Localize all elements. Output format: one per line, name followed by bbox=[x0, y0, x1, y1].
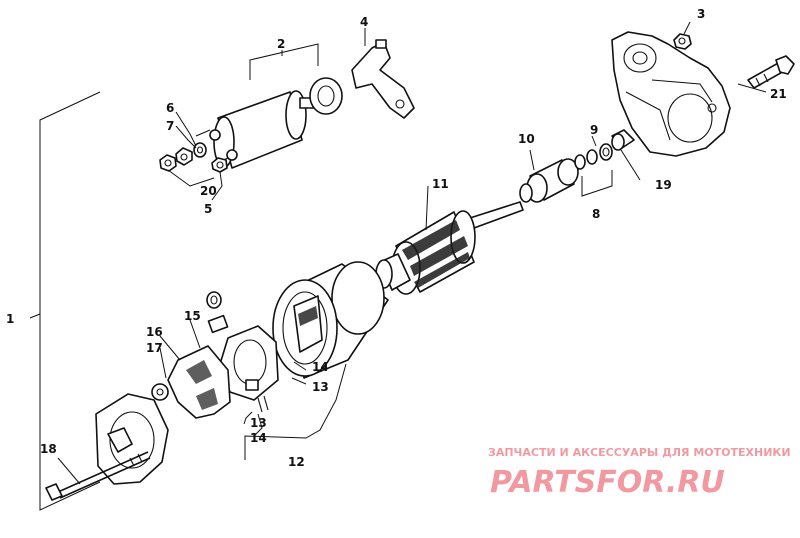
shift-lever bbox=[351, 39, 415, 119]
field-frame bbox=[272, 261, 389, 379]
callout-21: 21 bbox=[770, 87, 787, 101]
solenoid bbox=[195, 77, 343, 169]
through-bolt-18 bbox=[45, 451, 151, 501]
callout-9: 9 bbox=[590, 123, 598, 137]
callout-3: 3 bbox=[697, 7, 705, 21]
brush-plate bbox=[167, 345, 231, 419]
callout-16: 16 bbox=[146, 325, 163, 339]
overrunning-clutch bbox=[519, 158, 579, 203]
leader-lines bbox=[29, 21, 767, 485]
callout-17: 17 bbox=[146, 341, 163, 355]
commutator-end-frame bbox=[95, 383, 169, 485]
callout-13-b: 13 bbox=[250, 416, 267, 430]
callout-19: 19 bbox=[655, 178, 672, 192]
callout-11: 11 bbox=[432, 177, 449, 191]
assembly-bracket-1 bbox=[39, 91, 101, 511]
callout-14-b: 14 bbox=[250, 431, 267, 445]
callout-6: 6 bbox=[166, 101, 174, 115]
retainer-rings bbox=[574, 143, 613, 170]
solenoid-hardware bbox=[159, 142, 228, 173]
callout-12: 12 bbox=[288, 455, 305, 469]
callout-4: 4 bbox=[360, 15, 368, 29]
callout-15: 15 bbox=[184, 309, 201, 323]
callout-14-a: 14 bbox=[312, 360, 329, 374]
watermark-logo: PARTSFOR.RU bbox=[490, 465, 725, 500]
callout-labels: 1 2 3 4 5 6 7 8 9 10 11 12 13 13 14 14 1… bbox=[6, 7, 787, 469]
callout-13-a: 13 bbox=[312, 380, 329, 394]
callout-1: 1 bbox=[6, 312, 14, 326]
bolt-21 bbox=[747, 55, 795, 89]
drive-housing bbox=[611, 31, 731, 157]
nut-3 bbox=[673, 33, 692, 50]
brush-holder bbox=[206, 291, 279, 413]
callout-18: 18 bbox=[40, 442, 57, 456]
bushing-19 bbox=[611, 129, 635, 151]
armature bbox=[375, 201, 524, 295]
callout-2: 2 bbox=[277, 37, 285, 51]
callout-20: 20 bbox=[200, 184, 217, 198]
callout-7: 7 bbox=[166, 119, 174, 133]
callout-10: 10 bbox=[518, 132, 535, 146]
watermark-subtitle: ЗАПЧАСТИ И АКСЕССУАРЫ ДЛЯ МОТОТЕХНИКИ bbox=[488, 446, 791, 459]
callout-8: 8 bbox=[592, 207, 600, 221]
watermark: ЗАПЧАСТИ И АКСЕССУАРЫ ДЛЯ МОТОТЕХНИКИ PA… bbox=[488, 446, 791, 500]
callout-5: 5 bbox=[204, 202, 212, 216]
